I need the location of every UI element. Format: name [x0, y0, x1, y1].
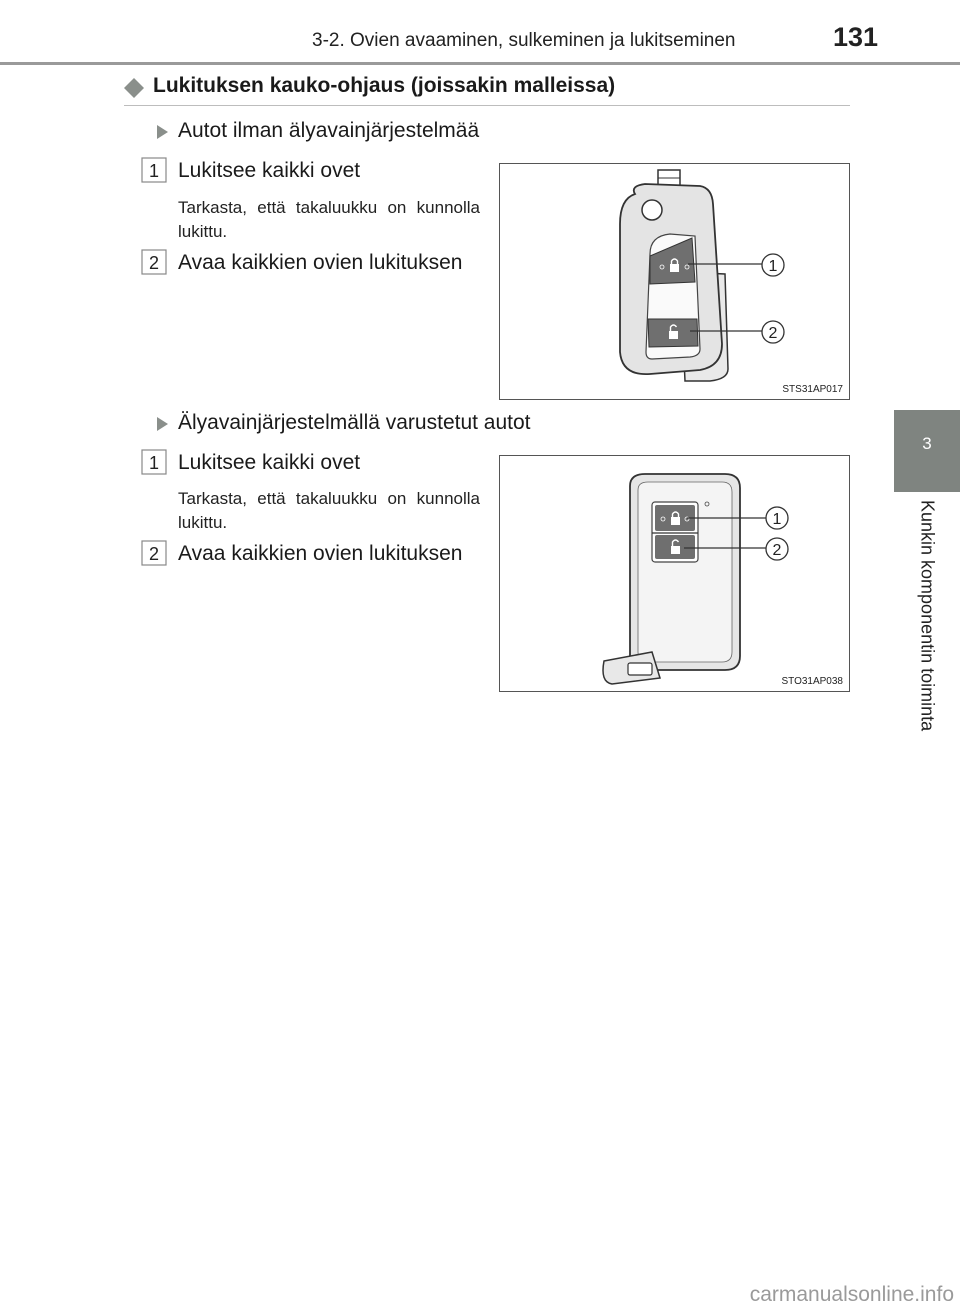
callout-2: 2 [769, 325, 778, 342]
figure-code: STO31AP038 [781, 676, 843, 687]
svg-text:2: 2 [149, 544, 159, 564]
chapter-number: 3 [922, 434, 932, 453]
watermark: carmanualsonline.info [749, 1283, 954, 1306]
key-fob-illustration: 1 2 [619, 169, 785, 382]
callout-2: 2 [773, 542, 782, 559]
sub-heading: Älyavainjärjestelmällä varustetut autot [178, 411, 531, 434]
item-label: Lukitsee kaikki ovet [178, 451, 361, 474]
item-label: Lukitsee kaikki ovet [178, 159, 361, 182]
number-badge-icon: 1 [141, 157, 167, 183]
number-badge-icon: 2 [141, 540, 167, 566]
smart-key-illustration: 1 2 [602, 473, 789, 685]
item-note: Tarkasta, että takaluukku on kunnolla lu… [178, 489, 480, 532]
callout-1: 1 [773, 511, 782, 528]
svg-text:1: 1 [149, 161, 159, 181]
item-label: Avaa kaikkien ovien lukituksen [178, 251, 463, 274]
figure-key-fob: 1 2 STS31AP017 [499, 163, 850, 400]
sub-heading: Autot ilman älyavainjärjestelmää [178, 119, 480, 142]
item-label: Avaa kaikkien ovien lukituksen [178, 542, 463, 565]
figure-code: STS31AP017 [782, 384, 843, 395]
section-heading: Lukituksen kauko-ohjaus (joissakin malle… [153, 74, 616, 97]
item-note: Tarkasta, että takaluukku on kunnolla lu… [178, 198, 480, 241]
section-rule [124, 105, 850, 106]
page-number: 131 [833, 22, 879, 52]
header-rule [0, 62, 960, 65]
callout-1: 1 [769, 258, 778, 275]
svg-text:2: 2 [149, 253, 159, 273]
chapter-tab: 3 [894, 410, 960, 492]
triangle-bullet-icon [157, 125, 168, 139]
number-badge-icon: 2 [141, 249, 167, 275]
number-badge-icon: 1 [141, 449, 167, 475]
triangle-bullet-icon [157, 417, 168, 431]
figure-smart-key: 1 2 STO31AP038 [499, 455, 850, 692]
running-header: 3-2. Ovien avaaminen, sulkeminen ja luki… [312, 30, 736, 51]
svg-text:1: 1 [149, 453, 159, 473]
diamond-icon [124, 78, 144, 98]
chapter-label: Kunkin komponentin toiminta [917, 500, 938, 732]
